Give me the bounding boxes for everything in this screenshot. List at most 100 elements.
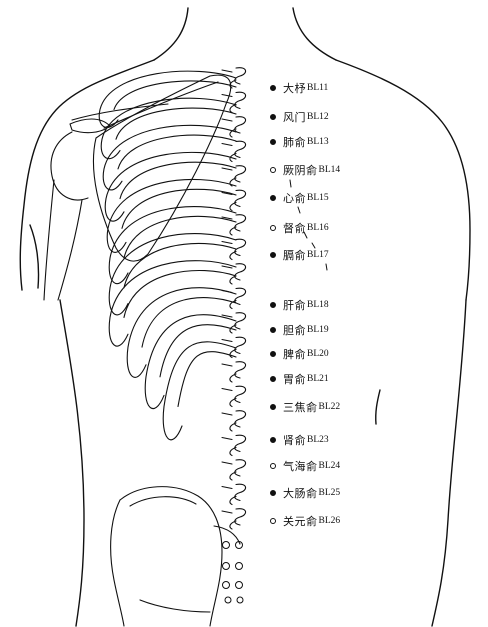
humerus-shaft-b — [58, 200, 82, 300]
vertebra — [222, 460, 246, 480]
rib-line — [124, 243, 236, 287]
pelvis — [111, 487, 240, 626]
iliac-ridge-lines — [130, 497, 196, 506]
acupoint-name: 厥阴俞 — [283, 162, 318, 178]
right-shoulder-outline — [336, 60, 470, 300]
acupoint-code: BL18 — [307, 300, 329, 310]
acupoint-bl21: 胃俞 BL21 — [270, 372, 329, 386]
acupoint-code: BL11 — [307, 83, 328, 93]
vertebra — [222, 411, 246, 431]
vertebra — [222, 239, 246, 259]
ribs — [99, 71, 236, 440]
vertebra — [222, 484, 246, 504]
acupoint-name: 肺俞 — [283, 134, 306, 150]
sacral-foramina — [223, 542, 244, 604]
neck-left-line — [154, 8, 188, 60]
rib-line — [178, 352, 236, 407]
neck-right-line — [293, 8, 336, 60]
vertebra — [222, 386, 246, 406]
filled-dot-marker — [270, 195, 276, 201]
open-circle-marker — [270, 167, 276, 173]
filled-dot-marker — [270, 252, 276, 258]
left-shoulder-outline — [20, 60, 154, 290]
acupoint-name: 脾俞 — [283, 346, 306, 362]
acupoint-code: BL20 — [307, 349, 329, 359]
acupoint-code: BL26 — [319, 516, 341, 526]
acupoint-bl16: 督俞 BL16 — [270, 221, 329, 235]
acupoint-code: BL19 — [307, 325, 329, 335]
open-circle-marker — [270, 225, 276, 231]
rib-line — [103, 125, 236, 190]
filled-dot-marker — [270, 114, 276, 120]
filled-dot-marker — [270, 490, 276, 496]
humerus-shaft-a — [44, 180, 54, 300]
acupoint-bl19: 胆俞 BL19 — [270, 323, 329, 337]
rib-line — [163, 342, 236, 440]
acupoint-name: 大杼 — [283, 80, 306, 96]
acupoint-name: 督俞 — [283, 220, 306, 236]
rib-line — [145, 315, 236, 409]
vertebra — [222, 509, 246, 529]
acupoint-bl17: 膈俞 BL17 — [270, 248, 329, 262]
acupoint-code: BL23 — [307, 435, 329, 445]
filled-dot-marker — [270, 302, 276, 308]
acupoint-bl11: 大杼 BL11 — [270, 81, 328, 95]
acupoint-name: 心俞 — [283, 190, 306, 206]
vertebra — [222, 68, 246, 88]
acupoint-code: BL21 — [307, 374, 329, 384]
acromion — [70, 119, 110, 133]
acupoint-code: BL24 — [319, 461, 341, 471]
acupoint-bl26: 关元俞 BL26 — [270, 514, 340, 528]
filled-dot-marker — [270, 85, 276, 91]
acupoint-code: BL12 — [307, 112, 329, 122]
filled-dot-marker — [270, 327, 276, 333]
acupoint-bl14: 厥阴俞 BL14 — [270, 163, 340, 177]
rib-line — [114, 81, 236, 110]
acupoint-code: BL25 — [319, 488, 341, 498]
right-waist-crease — [376, 390, 380, 424]
left-arm-inner-line — [30, 225, 39, 288]
left-flank-outline — [60, 300, 84, 626]
iliac-lower-edge — [140, 600, 210, 612]
acupoint-bl23: 肾俞 BL23 — [270, 433, 329, 447]
rib-line — [124, 216, 236, 258]
acupoint-name: 风门 — [283, 109, 306, 125]
rib-line — [105, 152, 236, 221]
acupoint-name: 胃俞 — [283, 371, 306, 387]
open-circle-marker — [270, 463, 276, 469]
acupoint-name: 三焦俞 — [283, 399, 318, 415]
humerus-head — [51, 132, 88, 200]
open-circle-marker — [270, 518, 276, 524]
acupoint-name: 膈俞 — [283, 247, 306, 263]
acupoint-bl22: 三焦俞 BL22 — [270, 400, 340, 414]
right-flank-outline — [432, 300, 466, 626]
filled-dot-marker — [270, 376, 276, 382]
acupoint-bl25: 大肠俞 BL25 — [270, 486, 340, 500]
iliac-crest-inner — [111, 500, 124, 626]
rib-line — [124, 270, 236, 317]
acupoint-code: BL15 — [307, 193, 329, 203]
acupoint-bl24: 气海俞 BL24 — [270, 459, 340, 473]
acupoint-bl20: 脾俞 BL20 — [270, 347, 329, 361]
acupoint-bl13: 肺俞 BL13 — [270, 135, 329, 149]
vertebra — [222, 435, 246, 455]
acupoint-code: BL22 — [319, 402, 341, 412]
vertebra — [222, 362, 246, 382]
acupoint-name: 气海俞 — [283, 458, 318, 474]
acupoint-code: BL14 — [319, 165, 341, 175]
filled-dot-marker — [270, 351, 276, 357]
acupoint-bl12: 风门 BL12 — [270, 110, 329, 124]
acupoint-name: 肝俞 — [283, 297, 306, 313]
scapula — [44, 75, 231, 300]
acupoint-bl15: 心俞 BL15 — [270, 191, 329, 205]
iliac-wing — [120, 487, 222, 626]
acupoint-bl18: 肝俞 BL18 — [270, 298, 329, 312]
acupoint-code: BL17 — [307, 250, 329, 260]
acupoint-name: 大肠俞 — [283, 485, 318, 501]
filled-dot-marker — [270, 404, 276, 410]
vertebra — [222, 190, 246, 210]
acupoint-code: BL16 — [307, 223, 329, 233]
vertebra — [222, 117, 246, 137]
